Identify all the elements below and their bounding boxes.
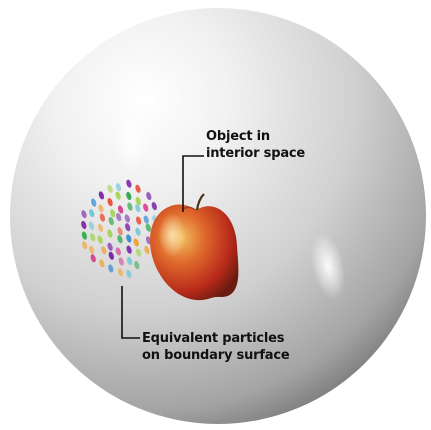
sphere-highlight-right <box>310 232 346 300</box>
particle-dot <box>98 204 104 213</box>
particle-dot <box>134 261 140 270</box>
particle-dot <box>115 191 121 200</box>
particle-dot <box>107 229 113 238</box>
particle-dot <box>126 245 132 254</box>
particle-dot <box>108 264 114 273</box>
particle-dot <box>126 234 132 243</box>
particle-dot <box>135 196 141 206</box>
particle-dot <box>99 259 105 268</box>
particle-dot <box>107 198 113 207</box>
particle-dot <box>108 217 114 226</box>
particle-dot <box>151 202 157 211</box>
particle-dot <box>117 227 123 236</box>
object-label-line2: interior space <box>206 146 306 161</box>
particle-dot <box>146 192 152 201</box>
particle-dot <box>115 247 121 256</box>
particle-dot <box>115 183 122 192</box>
particle-dot <box>135 216 142 225</box>
particles-label-line1: Equivalent particles <box>142 331 285 346</box>
particle-dot <box>118 257 124 266</box>
particle-dot <box>91 198 97 207</box>
particle-dot <box>81 220 87 230</box>
particle-dot <box>81 241 88 250</box>
particle-dot <box>117 268 124 277</box>
particle-dot <box>108 251 114 260</box>
particle-dot <box>126 256 133 266</box>
particles-label: Equivalent particles on boundary surface <box>142 330 290 364</box>
particle-dot <box>89 245 95 254</box>
particle-dot <box>145 223 151 232</box>
particle-dot <box>97 235 103 244</box>
particles-label-line2: on boundary surface <box>142 348 290 363</box>
particle-dot <box>135 204 141 213</box>
particle-dot <box>101 246 107 255</box>
particle-dot <box>143 203 149 212</box>
particle-dot <box>125 223 131 232</box>
particle-dot <box>107 184 113 193</box>
particle-dot <box>124 214 130 223</box>
particle-dot <box>126 269 132 278</box>
particle-dot <box>107 242 113 251</box>
particle-dot <box>133 238 139 247</box>
apple-icon <box>150 193 239 301</box>
sphere-highlight <box>114 108 150 172</box>
particle-dot <box>98 191 105 200</box>
particle-dot <box>135 227 141 236</box>
object-label-line1: Object in <box>206 129 270 144</box>
particle-dot <box>116 213 122 222</box>
particle-dot <box>143 215 149 224</box>
particle-dot <box>126 179 132 188</box>
particle-dot <box>90 233 96 242</box>
particle-dot <box>135 184 141 193</box>
particle-dot <box>127 202 133 211</box>
particle-dot <box>135 248 142 257</box>
particle-dot <box>97 223 104 232</box>
particle-dot <box>90 254 96 263</box>
particle-dot <box>81 231 88 240</box>
particles-leader-line <box>121 286 140 339</box>
particle-dot <box>81 210 87 219</box>
particle-dot <box>110 209 116 218</box>
particle-dot <box>126 191 132 201</box>
particle-dot <box>99 213 106 222</box>
object-label: Object in interior space <box>206 128 305 162</box>
particle-dot <box>145 236 152 245</box>
object-leader-line <box>182 155 204 212</box>
particle-dot <box>88 221 95 230</box>
particle-dot <box>144 245 150 255</box>
particle-dot <box>89 209 95 218</box>
particle-dot <box>117 235 123 244</box>
particle-dot <box>117 205 124 214</box>
